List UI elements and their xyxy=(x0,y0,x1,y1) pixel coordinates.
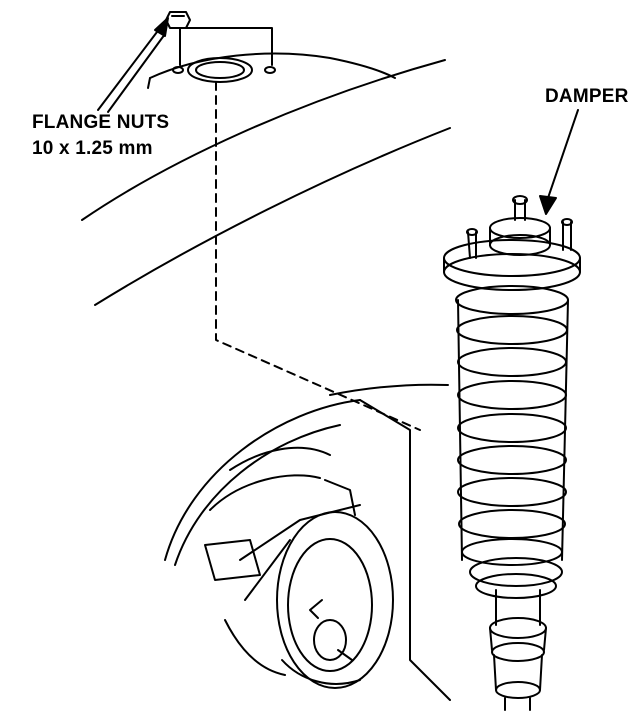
flange-nuts-leader-arrow xyxy=(97,17,169,113)
flange-nut-icon xyxy=(165,11,191,29)
knuckle-hub-assembly xyxy=(204,446,394,689)
damper-leader-arrow xyxy=(539,109,579,215)
damper-body xyxy=(489,589,547,711)
flange-nuts-size-label: 10 x 1.25 mm xyxy=(32,138,153,159)
damper-assembly xyxy=(443,195,581,711)
flange-nut-bracket xyxy=(179,27,273,66)
coil-spring xyxy=(455,285,569,566)
damper-label: DAMPER xyxy=(545,86,629,107)
alignment-dashed-line xyxy=(215,81,421,431)
flange-nuts-label: FLANGE NUTS xyxy=(32,112,170,133)
mounting-hole xyxy=(172,57,276,83)
wheel-arch xyxy=(164,383,451,701)
body-panel xyxy=(81,52,451,306)
